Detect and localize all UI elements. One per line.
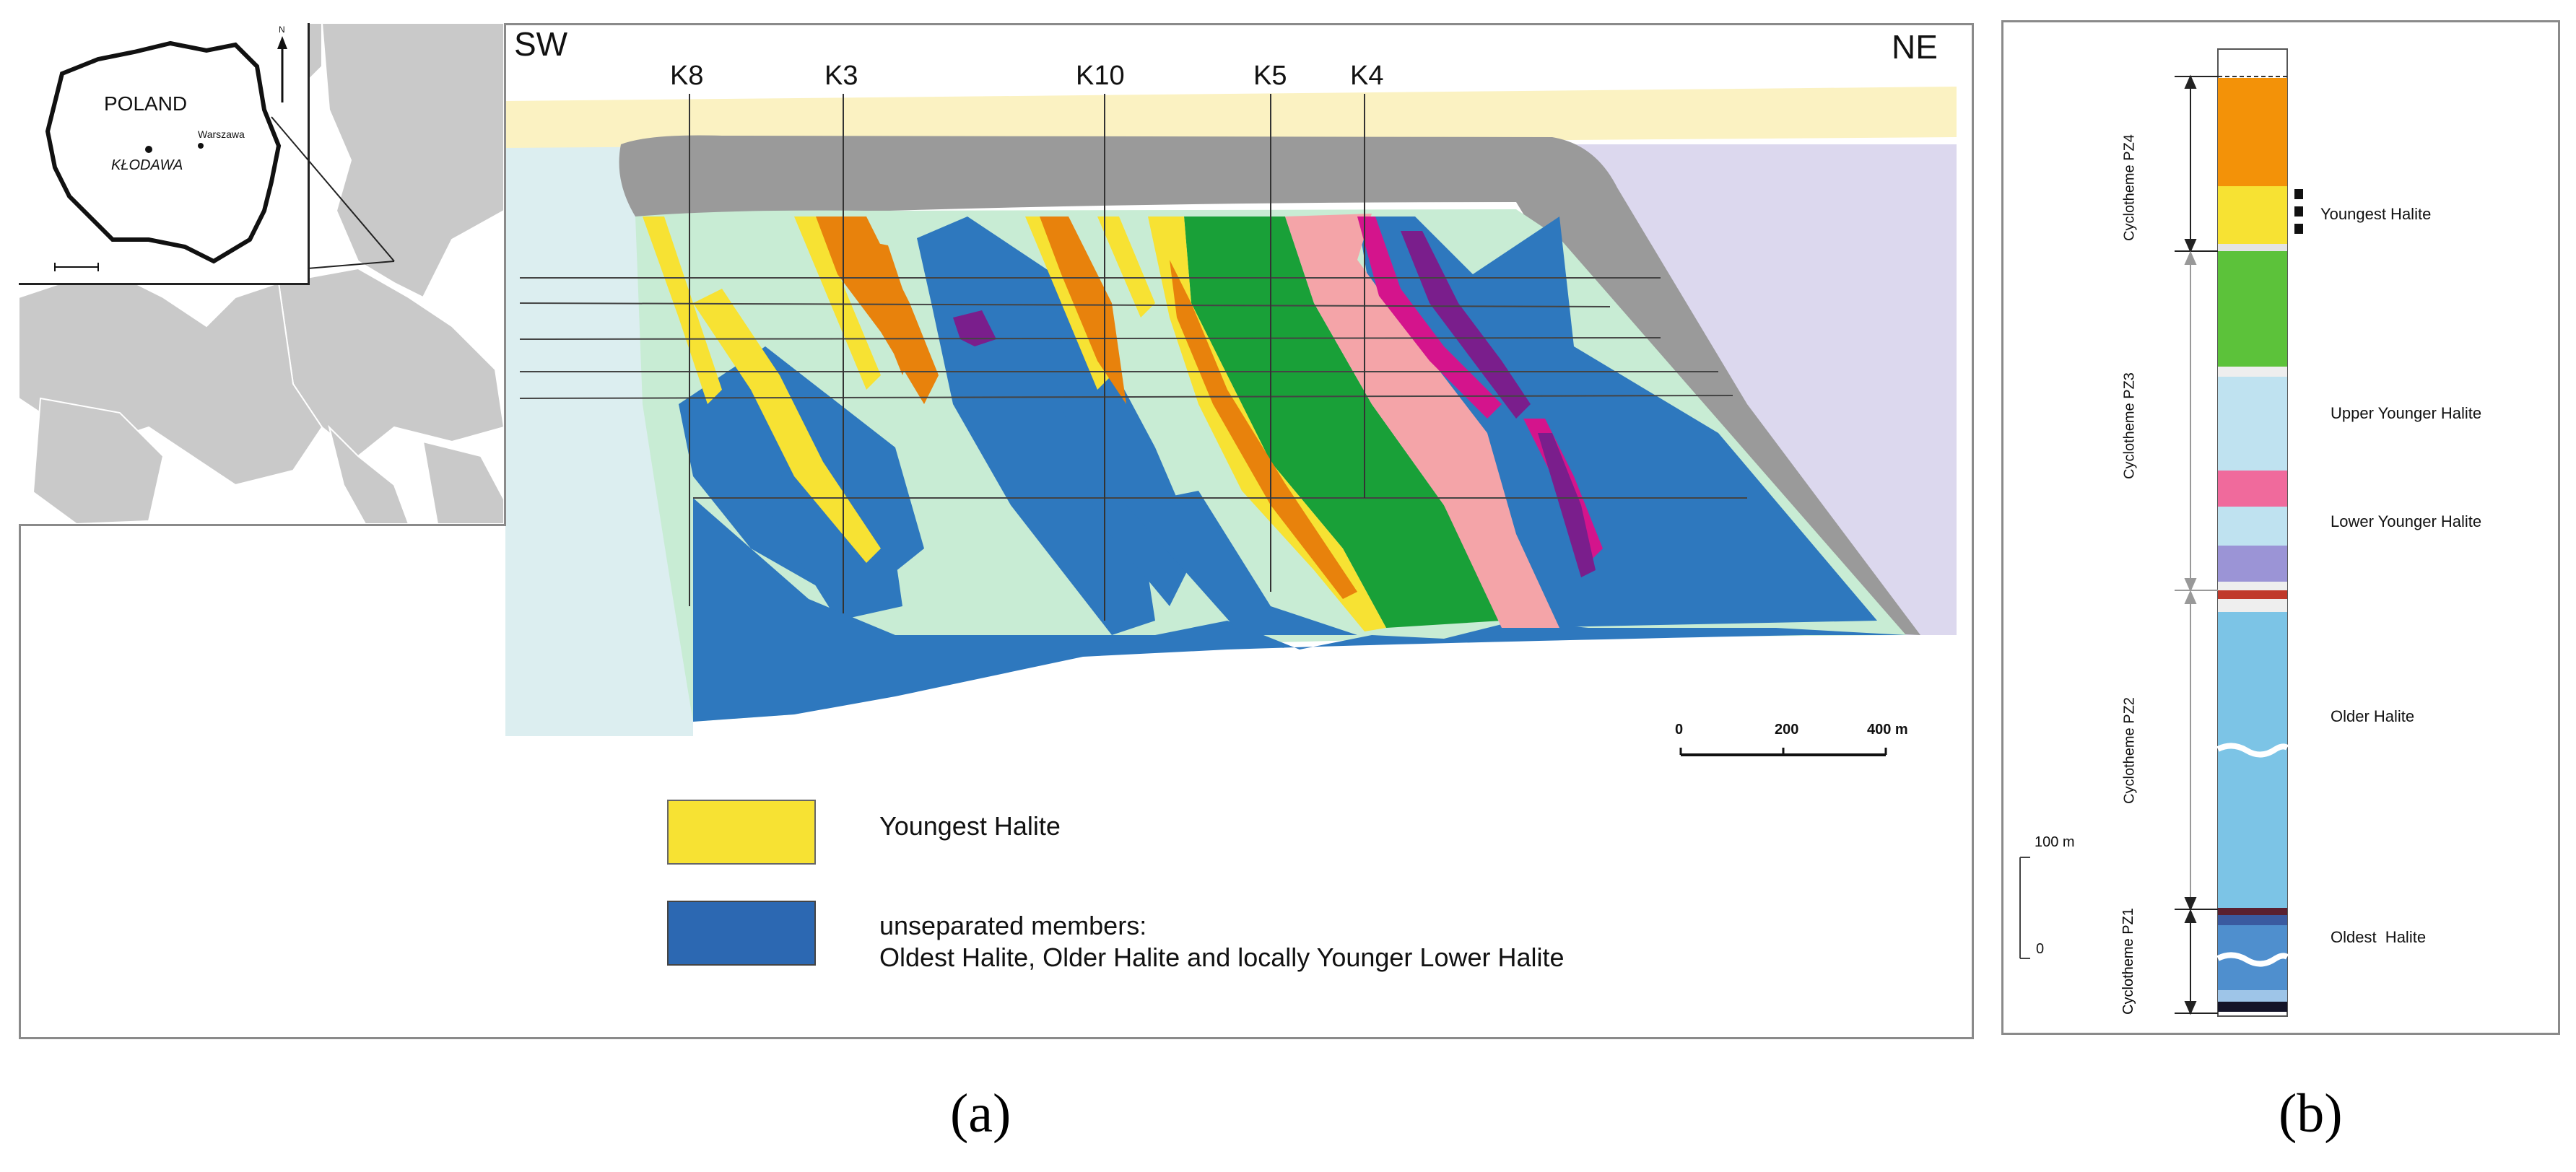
- unit-orange: [2218, 78, 2287, 186]
- cyclotheme-label-pz3: Cyclotheme PZ3: [2121, 372, 2138, 479]
- salt-yellow-k5: [1148, 217, 1386, 631]
- borehole-label: K5: [1253, 61, 1287, 91]
- unit-lower-younger-halite: [2218, 507, 2287, 546]
- salt-yellow-left: [643, 217, 1155, 563]
- stratigraphic-column: [2019, 48, 2303, 1017]
- salt-orange-k5: [1170, 260, 1357, 599]
- figure-label-a: (a): [950, 1083, 1011, 1144]
- unit-label: Oldest Halite: [2331, 928, 2427, 946]
- klodawa-dot: [145, 146, 152, 153]
- legend-swatch-yellow: [667, 800, 816, 865]
- borehole-label: K4: [1350, 61, 1384, 91]
- cyclotheme-label-pz1: Cyclotheme PZ1: [2120, 889, 2137, 1033]
- unit-violet: [2218, 546, 2287, 582]
- unit-red-thin: [2218, 590, 2287, 599]
- unit-label: Older Halite: [2331, 707, 2415, 725]
- unit-label: Lower Younger Halite: [2331, 512, 2482, 530]
- cyclotheme-brackets: [2175, 74, 2218, 1015]
- legend-swatch-blue: [667, 901, 816, 966]
- north-label: N: [279, 25, 285, 35]
- country-label: POLAND: [104, 92, 188, 115]
- unit-green: [2218, 251, 2287, 367]
- unit-label: Upper Younger Halite: [2331, 404, 2482, 422]
- cyclotheme-label-pz2: Cyclotheme PZ2: [2121, 697, 2138, 804]
- north-arrow-icon: [277, 36, 287, 102]
- cyclotheme-label-pz4: Cyclotheme PZ4: [2121, 134, 2138, 241]
- caprock: [619, 135, 1920, 635]
- scale-label-top: 100 m: [2035, 834, 2075, 850]
- cyclotheme-pz1-text: Cyclotheme PZ1: [2120, 908, 2136, 1015]
- borehole-lines: [689, 94, 1365, 621]
- cover-layer: [505, 87, 1957, 148]
- scale-label-bottom: 0: [2036, 941, 2045, 957]
- poland-outline: [45, 40, 282, 264]
- unit-youngest-halite: [2218, 186, 2287, 244]
- inset-scale: [54, 263, 99, 271]
- column-scale: [2019, 857, 2030, 959]
- geological-cross-section: [505, 87, 1957, 736]
- legend-label-yellow: Youngest Halite: [879, 811, 1061, 841]
- capital-label: Warszawa: [198, 128, 245, 140]
- scale-tick: 400 m: [1867, 722, 1908, 738]
- warszawa-dot: [198, 143, 204, 149]
- poland-inset: POLAND KŁODAWA Warszawa N: [19, 23, 310, 285]
- scale-bar: [1679, 748, 1887, 756]
- orientation-sw: SW: [514, 25, 568, 63]
- figure-label-b: (b): [2279, 1083, 2343, 1144]
- legend-label-blue-line1: unseparated members:: [879, 911, 1147, 940]
- scale-tick: 200: [1775, 722, 1799, 738]
- salt-pink: [1285, 214, 1559, 628]
- unit-upper-younger-halite: [2218, 377, 2287, 471]
- legend-label-blue-line2: Oldest Halite, Older Halite and locally …: [879, 943, 1565, 972]
- unit-label: Youngest Halite: [2320, 205, 2432, 223]
- scale-tick: 0: [1675, 722, 1684, 738]
- unit-older-halite: [2218, 612, 2287, 908]
- unit-pink: [2218, 471, 2287, 507]
- salt-green: [1184, 217, 1502, 628]
- gallery-lines: [519, 277, 1747, 499]
- city-label: KŁODAWA: [111, 157, 183, 173]
- orientation-ne: NE: [1892, 28, 1938, 66]
- europe-inset: POLAND KŁODAWA Warszawa N: [19, 23, 506, 526]
- borehole-label: K3: [824, 61, 858, 91]
- borehole-label: K8: [670, 61, 704, 91]
- borehole-label: K10: [1076, 61, 1125, 91]
